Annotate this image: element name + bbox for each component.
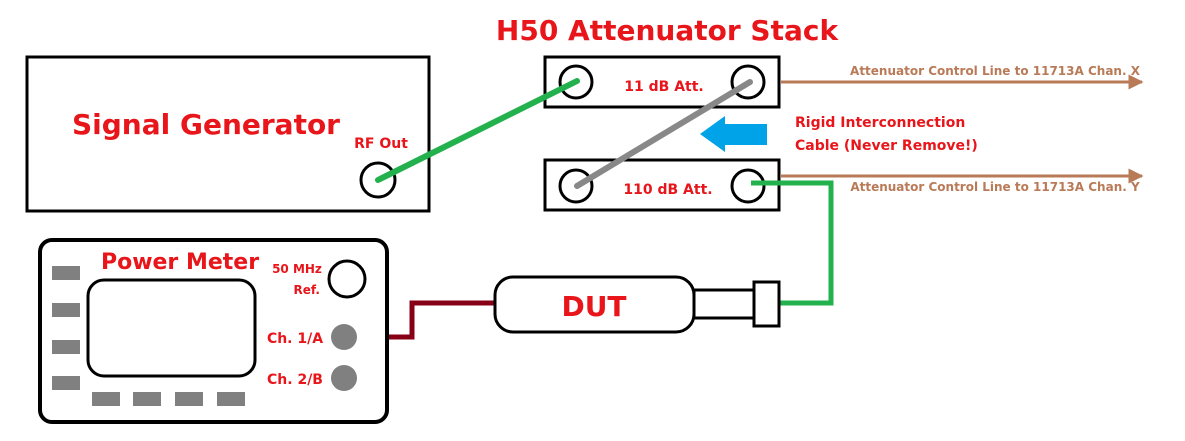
interconnect-note-line2: Cable (Never Remove!)	[795, 138, 978, 154]
control-line-chan-y-label: Attenuator Control Line to 11713A Chan. …	[850, 180, 1140, 194]
control-line-chan-x-label: Attenuator Control Line to 11713A Chan. …	[850, 64, 1141, 78]
power-meter-display	[86, 278, 257, 378]
attenuator-11db-label: 11 dB Att.	[624, 79, 703, 95]
power-meter-soft-key	[133, 392, 161, 406]
power-meter-soft-key	[217, 392, 245, 406]
ch2-label: Ch. 2/B	[267, 372, 323, 388]
ch2-port	[331, 365, 357, 391]
ch1-port	[331, 324, 357, 350]
signal-generator: Signal Generator RF Out	[25, 55, 431, 213]
power-meter-soft-key	[92, 392, 120, 406]
dut-label: DUT	[561, 290, 626, 323]
power-meter: Power Meter 50 MHz Ref. Ch. 1/A Ch. 2/B	[38, 238, 389, 424]
ref-label-line1: 50 MHz	[272, 262, 322, 276]
diagram-title: H50 Attenuator Stack	[496, 14, 840, 47]
dut-connector-nut	[752, 280, 781, 328]
power-meter-side-button	[52, 340, 80, 354]
attenuator-110db-label: 110 dB Att.	[623, 182, 712, 198]
ch1-label: Ch. 1/A	[267, 331, 323, 347]
power-meter-side-button	[52, 376, 80, 390]
rigid-interconnection-cable	[574, 79, 753, 189]
dut-connector-body	[692, 288, 756, 320]
dut: DUT	[493, 275, 781, 334]
cable-110db-to-dut	[751, 180, 834, 306]
interconnect-note-line1: Rigid Interconnection	[795, 115, 965, 131]
attenuator-110db-output-port	[730, 168, 766, 204]
cable-rf-to-11db	[375, 78, 580, 183]
signal-generator-label: Signal Generator	[72, 108, 340, 141]
power-meter-side-button	[52, 303, 80, 317]
rf-out-label: RF Out	[354, 136, 408, 152]
power-meter-side-button	[52, 266, 80, 280]
blue-arrow-icon	[700, 116, 767, 152]
ref-label-line2: Ref.	[293, 283, 320, 297]
attenuator-11db: 11 dB Att.	[543, 55, 781, 109]
power-meter-soft-key	[175, 392, 203, 406]
power-meter-label: Power Meter	[101, 250, 259, 275]
ref-port	[327, 259, 367, 299]
